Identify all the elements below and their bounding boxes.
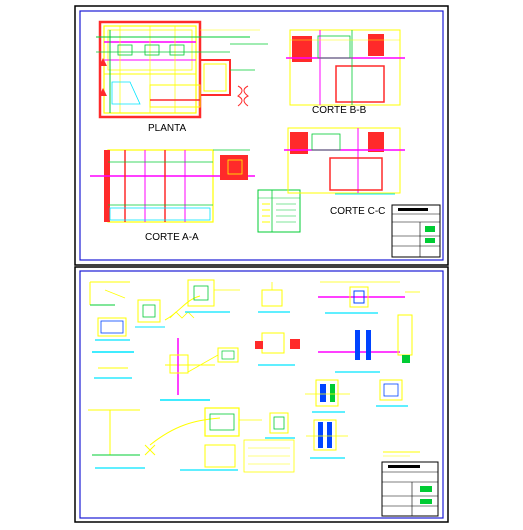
detail-6 xyxy=(318,281,420,314)
sheet-top-outer-border xyxy=(74,5,449,266)
detail-8 xyxy=(88,409,156,469)
sheet-bottom-outer-border xyxy=(74,266,449,523)
planta-label: PLANTA xyxy=(148,123,186,134)
title-block-bottom xyxy=(381,461,439,517)
detail-9 xyxy=(149,407,295,473)
sheet-bottom xyxy=(74,266,449,523)
detail-12 xyxy=(306,419,348,459)
detail-5 xyxy=(255,282,300,366)
corte-a-section-view xyxy=(90,149,255,223)
corte-c-section-view xyxy=(284,127,405,195)
legend-table xyxy=(257,189,301,233)
corte-b-label: CORTE B-B xyxy=(312,105,367,116)
sheet-top: PLANTA CORTE B-B xyxy=(74,5,449,266)
detail-4 xyxy=(94,338,239,401)
detail-2 xyxy=(135,295,201,328)
corte-a-label: CORTE A-A xyxy=(145,232,199,243)
sheet-top-inner-border xyxy=(79,10,444,261)
detail-3 xyxy=(185,279,240,313)
notes-block xyxy=(383,451,420,457)
title-block-top xyxy=(391,204,441,258)
corte-b-section-view xyxy=(286,29,405,106)
planta-plan-view xyxy=(96,20,268,119)
sheet-bottom-inner-border xyxy=(79,270,444,519)
corte-c-label: CORTE C-C xyxy=(330,206,385,217)
detail-11 xyxy=(305,379,408,413)
detail-10 xyxy=(265,412,295,439)
detail-1 xyxy=(89,281,134,353)
detail-7 xyxy=(318,314,413,373)
